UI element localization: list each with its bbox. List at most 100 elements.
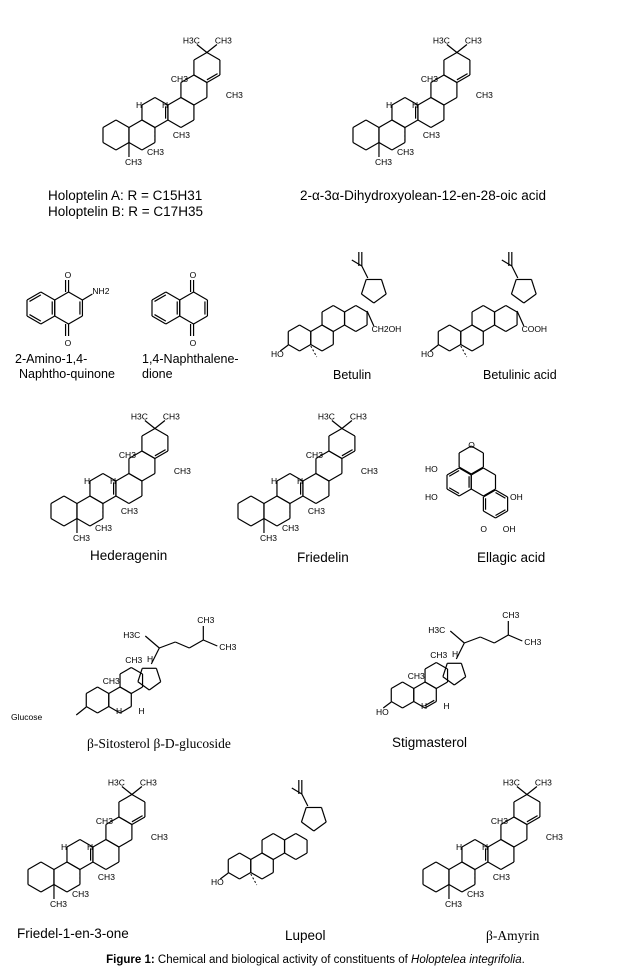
svg-text:H: H <box>456 842 462 852</box>
svg-text:O: O <box>65 338 72 348</box>
stigmasterol-label: Stigmasterol <box>392 735 468 750</box>
svg-text:CH3: CH3 <box>163 412 180 422</box>
lupeol-panel: HO Lupeol <box>195 768 395 948</box>
betulinic-label: Betulinic acid <box>483 368 557 382</box>
svg-text:H: H <box>444 701 450 711</box>
amyrin-label: β-Amyrin <box>486 928 540 943</box>
svg-text:CH3: CH3 <box>282 523 299 533</box>
caption-species: Holoptelea integrifolia <box>411 954 522 966</box>
svg-text:CH3: CH3 <box>535 778 552 788</box>
svg-text:O: O <box>480 524 487 534</box>
svg-text:HO: HO <box>425 464 438 474</box>
svg-text:O: O <box>65 270 72 280</box>
friedelin-label: Friedelin <box>297 550 349 565</box>
hederagenin-label: Hederagenin <box>90 548 168 563</box>
svg-text:CH3: CH3 <box>226 90 243 100</box>
figure-caption: Figure 1: Chemical and biological activi… <box>0 954 631 966</box>
svg-text:H3C: H3C <box>433 36 450 46</box>
lupeol-label: Lupeol <box>285 928 326 943</box>
svg-text:H: H <box>116 706 122 716</box>
svg-text:CH3: CH3 <box>171 74 188 84</box>
svg-text:CH3: CH3 <box>95 523 112 533</box>
svg-text:CH3: CH3 <box>125 655 142 665</box>
naphthalenedione-label-2: dione <box>142 367 173 381</box>
svg-text:HO: HO <box>376 707 389 717</box>
svg-text:CH3: CH3 <box>103 676 120 686</box>
svg-text:H3C: H3C <box>108 778 125 788</box>
svg-text:H: H <box>271 476 277 486</box>
svg-text:CH3: CH3 <box>121 506 138 516</box>
holoptelin-a-label: Holoptelin A: R = C15H31 <box>48 188 203 203</box>
svg-text:CH3: CH3 <box>397 147 414 157</box>
svg-text:Glucose: Glucose <box>11 712 42 722</box>
svg-text:CH3: CH3 <box>546 832 563 842</box>
svg-text:CH3: CH3 <box>98 872 115 882</box>
svg-text:H3C: H3C <box>131 412 148 422</box>
dihydroxyolean-label: 2-α-3α-Dihydroxyolean-12-en-28-oic acid <box>300 188 546 203</box>
svg-text:HO: HO <box>211 877 224 887</box>
svg-text:O: O <box>190 338 197 348</box>
svg-text:H: H <box>147 654 153 664</box>
svg-text:CH3: CH3 <box>215 36 232 46</box>
svg-text:CH3: CH3 <box>502 610 519 620</box>
friedelone-label: Friedel-1-en-3-one <box>17 926 129 941</box>
svg-text:CH3: CH3 <box>375 157 392 167</box>
naphthalenedione-structure: OO <box>151 270 209 348</box>
svg-text:CH3: CH3 <box>493 872 510 882</box>
svg-text:H3C: H3C <box>183 36 200 46</box>
betulin-label: Betulin <box>333 368 372 382</box>
svg-text:HO: HO <box>421 349 434 359</box>
svg-text:H3C: H3C <box>318 412 335 422</box>
svg-text:H: H <box>87 842 93 852</box>
svg-text:CH3: CH3 <box>308 506 325 516</box>
svg-text:H: H <box>162 100 168 110</box>
svg-text:CH2OH: CH2OH <box>372 324 402 334</box>
svg-text:H: H <box>452 649 458 659</box>
aminonaphthoquinone-label-2: Naphtho-quinone <box>19 367 115 381</box>
svg-text:CH3: CH3 <box>119 450 136 460</box>
svg-text:H: H <box>412 100 418 110</box>
svg-text:H3C: H3C <box>428 625 445 635</box>
svg-text:CH3: CH3 <box>151 832 168 842</box>
svg-text:HO: HO <box>425 492 438 502</box>
svg-text:CH3: CH3 <box>96 816 113 826</box>
svg-text:H: H <box>110 476 116 486</box>
svg-text:CH3: CH3 <box>306 450 323 460</box>
svg-text:CH3: CH3 <box>50 899 67 909</box>
svg-text:CH3: CH3 <box>467 889 484 899</box>
svg-text:CH3: CH3 <box>72 889 89 899</box>
svg-text:CH3: CH3 <box>197 615 214 625</box>
svg-text:H: H <box>421 701 427 711</box>
svg-text:CH3: CH3 <box>219 642 236 652</box>
svg-text:CH3: CH3 <box>260 533 277 543</box>
sitosterol-label: β-Sitosterol β-D-glucoside <box>87 736 231 751</box>
caption-text: Chemical and biological activity of cons… <box>154 954 412 966</box>
svg-text:CH3: CH3 <box>491 816 508 826</box>
svg-text:H: H <box>84 476 90 486</box>
svg-text:CH3: CH3 <box>408 671 425 681</box>
lupeol-structure: HO <box>211 780 327 887</box>
svg-text:H3C: H3C <box>123 630 140 640</box>
svg-text:CH3: CH3 <box>147 147 164 157</box>
svg-text:CH3: CH3 <box>524 637 541 647</box>
aminonaphthoquinone-label-1: 2-Amino-1,4- <box>15 352 88 366</box>
svg-text:H: H <box>386 100 392 110</box>
svg-text:O: O <box>468 440 475 450</box>
svg-text:H: H <box>136 100 142 110</box>
